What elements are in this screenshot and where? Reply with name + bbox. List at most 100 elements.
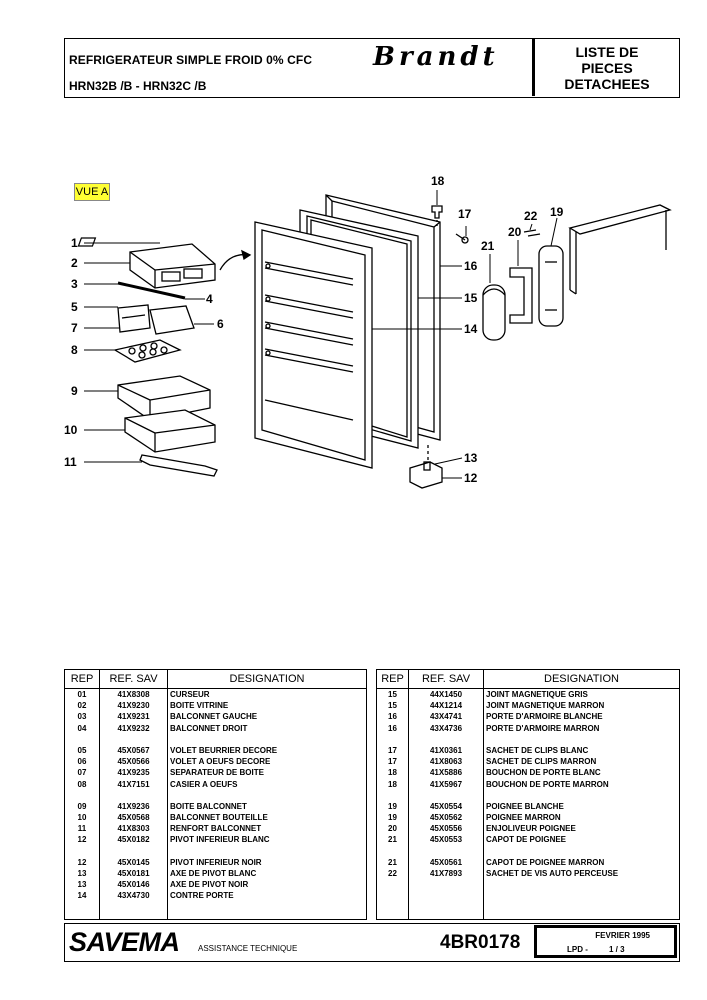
part-pivot (409, 445, 443, 489)
callout-number: 5 (71, 300, 78, 314)
cell-designation: PORTE D'ARMOIRE MARRON (483, 722, 680, 734)
cell-ref: 45X0556 (408, 823, 484, 835)
cell-rep: 15 (376, 688, 409, 701)
cell-rep: 05 (64, 744, 100, 757)
cell-rep: 16 (376, 711, 409, 723)
cell-rep: 08 (64, 778, 100, 790)
cell-designation (483, 733, 680, 745)
part-enjoliveur (509, 267, 533, 324)
cell-designation: BALCONNET DROIT (167, 722, 367, 734)
table-filler-row (64, 901, 367, 920)
cell-designation: BOUCHON DE PORTE BLANC (483, 767, 680, 779)
cell-rep: 21 (376, 856, 409, 868)
callout-number: 16 (464, 259, 478, 273)
model-numbers: HRN32B /B - HRN32C /B (69, 79, 207, 93)
callout-number: 22 (524, 209, 538, 223)
lpd-label: LPD - (567, 945, 588, 954)
doc-type-line: DETACHEES (564, 75, 650, 92)
doc-type-label: LISTE DE PIECES DETACHEES (564, 44, 649, 92)
cell-ref: 41X7893 (408, 868, 484, 880)
cell-ref: 45X0145 (99, 856, 168, 868)
cell-designation: VOLET BEURRIER DECORE (167, 744, 367, 757)
cell-ref (408, 733, 484, 745)
view-label: VUE A (74, 183, 110, 201)
cell-designation: BOITE VITRINE (167, 700, 367, 712)
cell-ref: 41X5886 (408, 767, 484, 779)
cell-designation: AXE DE PIVOT NOIR (167, 879, 367, 891)
cell-rep (64, 789, 100, 801)
cell-ref: 41X9235 (99, 767, 168, 779)
col-rep: REP (64, 669, 100, 689)
cell-designation: POIGNEE BLANCHE (483, 800, 680, 813)
callout-number: 2 (71, 256, 78, 270)
callout-number: 14 (464, 322, 478, 336)
empty-cell (376, 879, 409, 920)
cell-ref (408, 845, 484, 857)
cell-ref: 41X9231 (99, 711, 168, 723)
empty-cell (167, 901, 367, 920)
cell-rep: 02 (64, 700, 100, 712)
cell-ref: 41X8303 (99, 823, 168, 835)
table-row (64, 733, 367, 745)
cell-ref: 45X0562 (408, 812, 484, 824)
cell-designation: SACHET DE VIS AUTO PERCEUSE (483, 868, 680, 880)
cell-rep: 13 (64, 868, 100, 880)
cell-rep: 04 (64, 722, 100, 734)
cell-designation: JOINT MAGNETIQUE MARRON (483, 700, 680, 712)
cell-designation: BALCONNET GAUCHE (167, 711, 367, 723)
callout-number: 17 (458, 207, 472, 221)
cell-ref (99, 845, 168, 857)
cell-ref: 45X0566 (99, 756, 168, 768)
cell-rep: 22 (376, 868, 409, 880)
cell-designation: POIGNEE MARRON (483, 812, 680, 824)
cell-ref: 45X0146 (99, 879, 168, 891)
table-row (376, 789, 680, 801)
cell-rep: 09 (64, 800, 100, 813)
cell-rep (64, 845, 100, 857)
cell-designation (167, 733, 367, 745)
cell-ref (99, 733, 168, 745)
part-bouchon (431, 205, 443, 228)
cell-ref: 41X9232 (99, 722, 168, 734)
cell-designation: VOLET A OEUFS DECORE (167, 756, 367, 768)
part-capot-poignee (482, 284, 506, 341)
empty-cell (483, 879, 680, 920)
cell-ref: 41X0361 (408, 744, 484, 757)
cell-rep: 12 (64, 856, 100, 868)
cell-rep: 17 (376, 756, 409, 768)
empty-cell (64, 901, 100, 920)
doc-type-line: PIECES (581, 59, 633, 76)
empty-cell (99, 901, 168, 920)
document-code: 4BR0178 (440, 932, 521, 953)
cell-rep (376, 789, 409, 801)
cell-rep: 15 (376, 700, 409, 712)
cell-designation: AXE DE PIVOT BLANC (167, 868, 367, 880)
cell-designation: CASIER A OEUFS (167, 778, 367, 790)
part-clips (455, 233, 469, 244)
table-filler-row (376, 879, 680, 920)
cell-rep: 10 (64, 812, 100, 824)
cell-designation: CAPOT DE POIGNEE MARRON (483, 856, 680, 868)
cell-ref: 43X4736 (408, 722, 484, 734)
callout-number: 15 (464, 291, 478, 305)
cell-designation (483, 789, 680, 801)
callout-number: 7 (71, 321, 78, 335)
exploded-diagram: 1 2 3 4 5 6 7 8 9 10 11 12 13 14 15 16 1… (64, 174, 672, 489)
cell-rep: 11 (64, 823, 100, 835)
callout-number: 21 (481, 239, 495, 253)
col-rep: REP (376, 669, 409, 689)
